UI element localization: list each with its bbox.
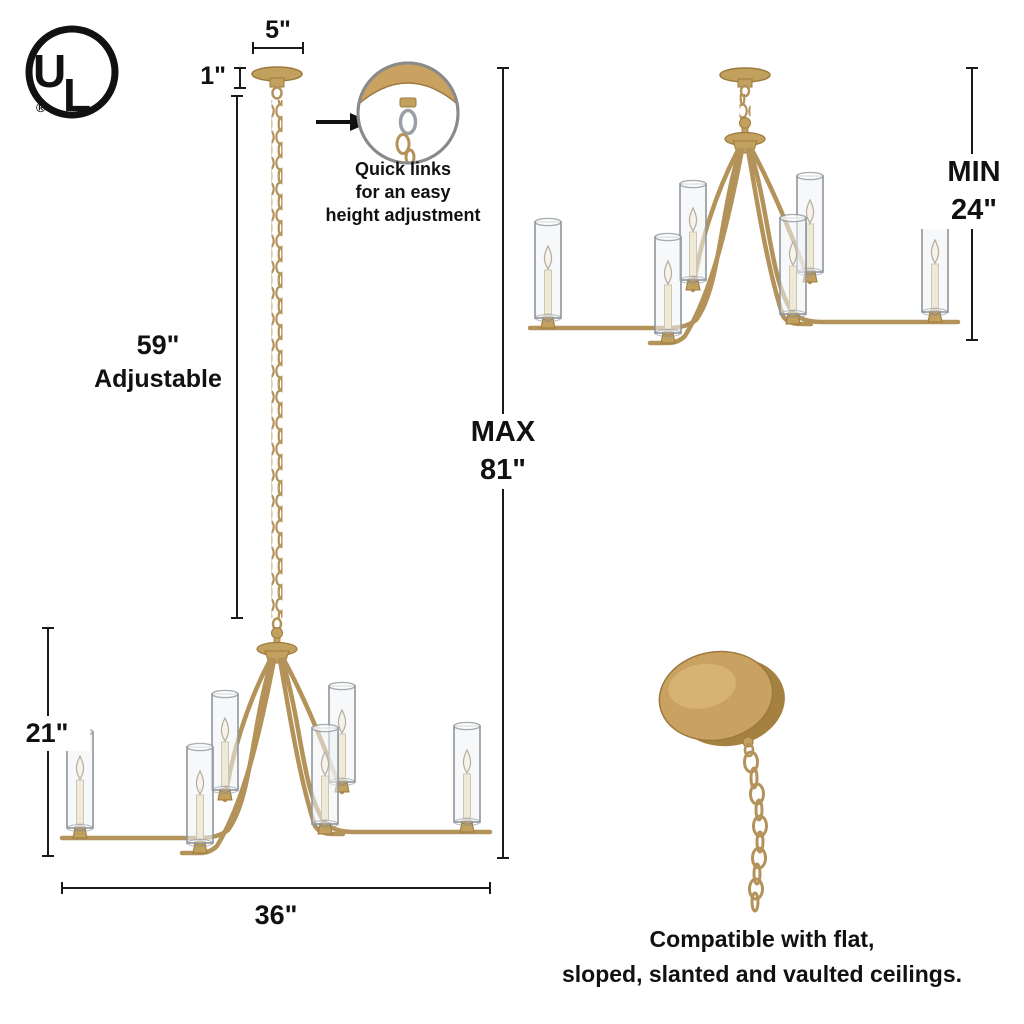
quick-link-hook-icon: [398, 108, 418, 136]
chain-length-label: 59" Adjustable: [66, 328, 250, 396]
main-chandelier: [62, 66, 490, 854]
quick-links-callout: [316, 61, 460, 165]
dimension-line-canopy-height: [234, 67, 246, 89]
chain-length-note: Adjustable: [94, 365, 222, 394]
hanging-chain: [271, 100, 283, 618]
min-height-label: MIN 24": [920, 154, 1024, 230]
fixture-body: [62, 628, 490, 854]
fixture-width-label: 36": [254, 900, 298, 930]
min-height-chandelier: [530, 67, 958, 344]
ceiling-compatibility-note: Compatible with flat, sloped, slanted an…: [561, 926, 963, 987]
ul-logo: U L ®: [25, 25, 119, 121]
registered-mark-icon: ®: [36, 100, 46, 115]
max-height-label: MAX 81": [444, 414, 562, 490]
ul-logo-letter-u: U: [33, 45, 66, 97]
sloped-ceiling-canopy: [658, 650, 785, 913]
dimension-line-chain-length: [231, 95, 243, 619]
ul-logo-letter-l: L: [63, 69, 91, 121]
fixture-height-label: 21": [4, 716, 90, 752]
dimension-line-canopy-width: [252, 42, 304, 54]
canopy-height-label: 1": [200, 62, 226, 90]
dimension-lines: [42, 42, 978, 894]
fixture-body: [530, 118, 958, 344]
chain-length-value: 59": [136, 330, 180, 360]
canopy-width-label: 5": [265, 16, 291, 44]
hanging-chain: [743, 750, 768, 913]
dimension-line-fixture-width: [61, 882, 491, 894]
quick-links-caption: Quick links for an easy height adjustmen…: [325, 159, 481, 226]
short-chain: [739, 94, 751, 120]
